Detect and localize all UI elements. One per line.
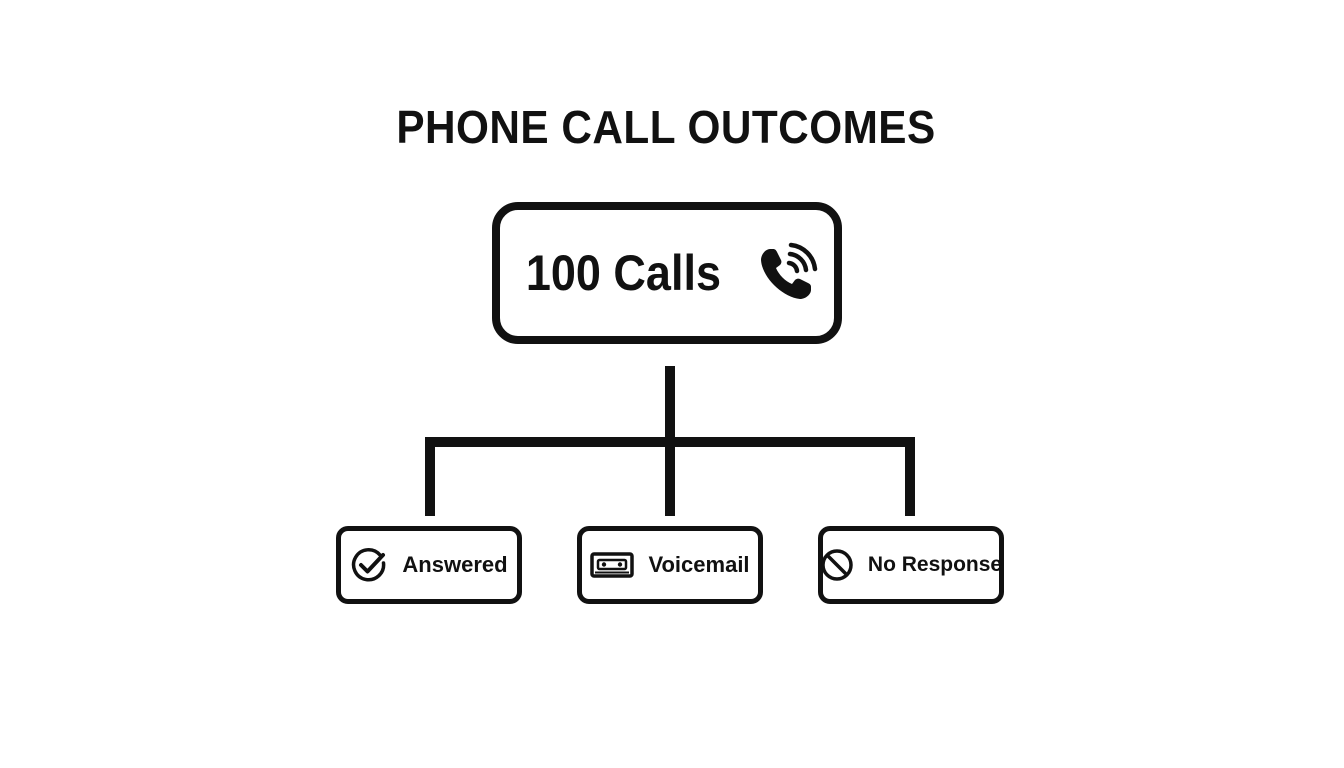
outcome-node-voicemail: Voicemail: [577, 526, 763, 604]
phone-ringing-icon: [761, 242, 818, 299]
no-entry-icon: [821, 549, 853, 581]
outcome-label-voicemail: Voicemail: [648, 552, 750, 577]
cassette-tape-icon: [590, 552, 635, 578]
diagram-title: PHONE CALL OUTCOMES: [396, 101, 936, 153]
root-label: 100 Calls: [525, 245, 721, 301]
outcome-node-no-response: No Response: [818, 526, 1004, 604]
check-circle-icon: [352, 548, 386, 582]
branch-connector: [425, 437, 915, 516]
outcome-label-no-response: No Response: [867, 553, 1003, 576]
root-node: 100 Calls: [492, 202, 842, 344]
outcome-node-answered: Answered: [336, 526, 522, 604]
outcome-label-answered: Answered: [402, 552, 508, 577]
